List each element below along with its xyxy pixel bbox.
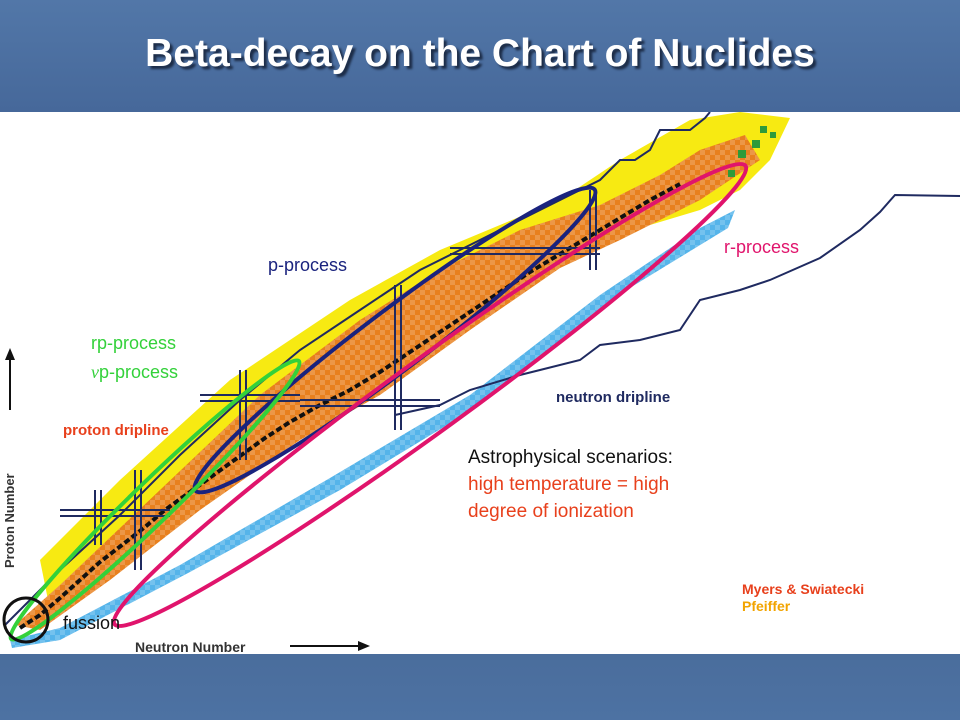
nuclide-chart: Proton Number Neutron Number [2, 112, 960, 654]
note-line-1: Astrophysical scenarios: [468, 447, 673, 468]
slide-title: Beta-decay on the Chart of Nuclides [145, 32, 815, 75]
r-process-ellipse [111, 161, 749, 629]
stability-line [18, 182, 681, 630]
neutron-dripline [394, 193, 960, 416]
axis-arrows [5, 348, 370, 651]
rp-process-ellipse [8, 358, 302, 642]
fussion-circle [2, 596, 50, 644]
neutron-rich-band-texture [10, 210, 735, 648]
fussion-label: fussion [63, 613, 121, 633]
title-bar [0, 0, 960, 112]
r-process-label: r-process [724, 237, 800, 257]
neutron-dripline-label: neutron dripline [556, 389, 671, 406]
nu-p-process-text: p-process [99, 362, 179, 382]
proton-dripline-label: proton dripline [63, 422, 169, 439]
y-axis-label: Proton Number [2, 473, 17, 568]
bottom-bar [0, 654, 960, 720]
nu-p-process-label: νp-process [91, 362, 178, 383]
nu-symbol: ν [91, 362, 99, 382]
scenario-note: Astrophysical scenarios: high temperatur… [468, 444, 673, 525]
green-cells [728, 126, 776, 177]
x-axis-label: Neutron Number [135, 639, 246, 654]
note-line-3: degree of ionization [468, 501, 634, 522]
credit-myers-swiatecki: Myers & Swiatecki [742, 581, 865, 597]
credit-pfeiffer: Pfeiffer [742, 598, 791, 614]
p-process-label: p-process [268, 255, 348, 275]
rp-process-label: rp-process [91, 333, 177, 353]
credits: Myers & Swiatecki Pfeiffer [742, 581, 864, 615]
note-line-2: high temperature = high [468, 474, 670, 495]
